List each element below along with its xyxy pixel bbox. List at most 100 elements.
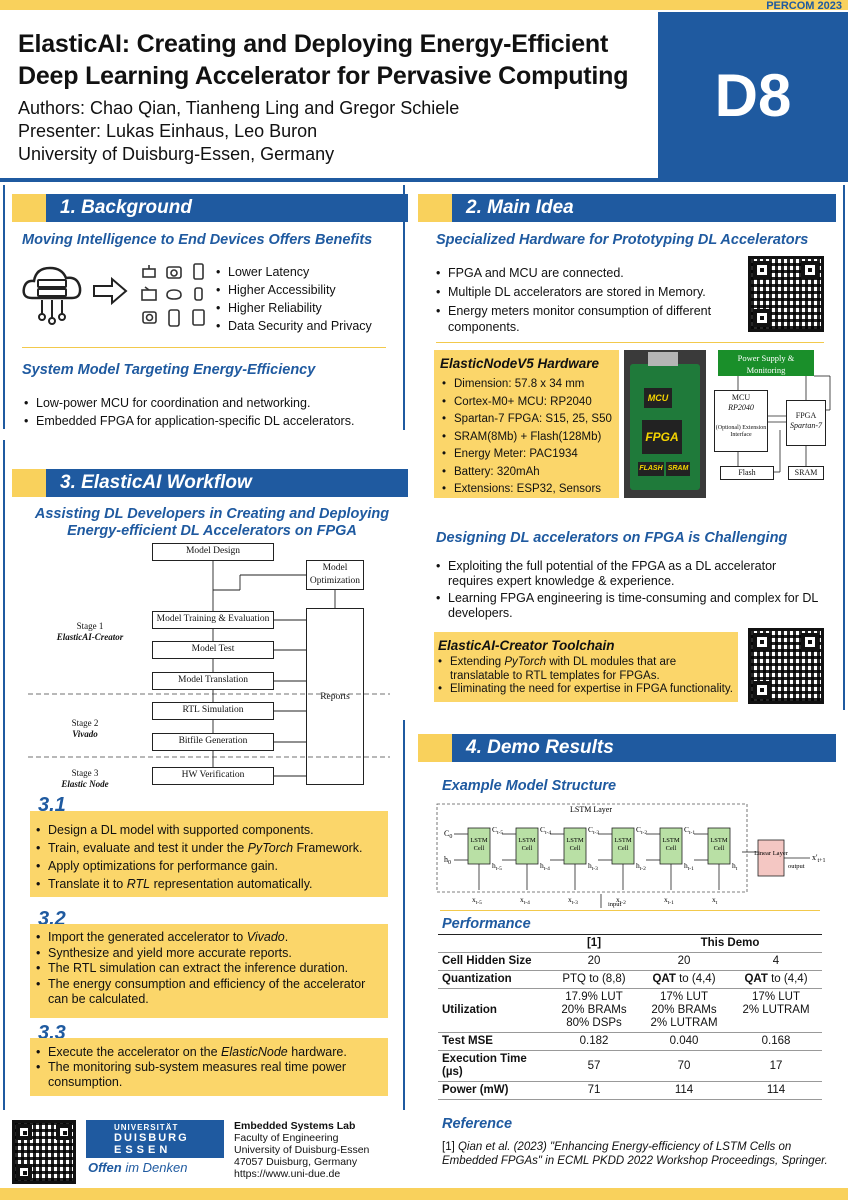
table-header-cell: This Demo [638, 934, 822, 953]
table-row-label: Utilization [438, 988, 550, 1033]
table-row: Test MSE 0.182 0.040 0.168 [438, 1032, 822, 1051]
lstm-cell-label: Cell [570, 845, 581, 852]
flow-label: Bitfile Generation [178, 736, 248, 746]
lab-address: 47057 Duisburg, Germany [234, 1156, 358, 1168]
hardware-title: ElasticNodeV5 Hardware [440, 356, 600, 371]
table-cell: 0.040 [638, 1032, 730, 1051]
qr-code-hardware[interactable] [748, 256, 824, 332]
main-idea-subtitle-hardware: Specialized Hardware for Prototyping DL … [436, 232, 809, 248]
header-rule [0, 178, 848, 182]
board-sram-label: SRAM [667, 465, 689, 472]
hidden-h-label: ht-3 [588, 861, 598, 872]
util-line: 80% DSPs [566, 1017, 622, 1029]
page-title-line2: Deep Learning Accelerator for Pervasive … [18, 62, 629, 90]
list-item: FPGA and MCU are connected. [434, 265, 734, 281]
table-row-label: Cell Hidden Size [438, 952, 550, 971]
table-header-cell [438, 934, 550, 953]
lab-url[interactable]: https://www.uni-due.de [234, 1168, 341, 1180]
flow-label: RTL Simulation [182, 705, 244, 715]
cell-c-label: Ct-4 [540, 825, 551, 836]
list-item: Higher Accessibility [214, 281, 404, 299]
util-line: 2% LUTRAM [650, 1017, 718, 1029]
section-main-idea-header: 2. Main Idea [418, 194, 836, 222]
step-text: . [284, 930, 289, 944]
table-cell: QAT to (4,4) [638, 970, 730, 989]
sram-block: SRAM [788, 466, 824, 480]
list-item: Battery: 320mAh [440, 464, 618, 482]
pytorch-text: PyTorch [247, 841, 294, 855]
flow-label: HW Verification [181, 770, 245, 780]
bottom-yellow-band [0, 1188, 848, 1200]
step-3-3-list: Execute the accelerator on the ElasticNo… [34, 1045, 386, 1090]
power-monitoring-block: Power Supply & Monitoring [718, 350, 814, 376]
fpga-block: FPGA Spartan-7 [786, 400, 826, 446]
workflow-subtitle-line2: Energy-efficient DL Accelerators on FPGA [67, 523, 357, 539]
top-yellow-band [0, 0, 848, 10]
flash-block-label: Flash [738, 468, 756, 477]
end-devices-icons [141, 263, 205, 327]
table-cell: QAT to (4,4) [730, 970, 822, 989]
mcu-block: MCU RP2040 (Optional) Extension Interfac… [714, 390, 768, 452]
reference-text: [1] Qian et al. (2023) "Enhancing Energy… [442, 1140, 828, 1168]
board-mcu-label: MCU [647, 393, 669, 403]
hidden-h-label: ht-5 [492, 861, 502, 872]
hardware-spec-list: Dimension: 57.8 x 34 mm Cortex-M0+ MCU: … [440, 376, 618, 499]
main-idea-subtitle-challenge: Designing DL accelerators on FPGA is Cha… [436, 530, 788, 546]
util-line: 17% LUT [660, 991, 708, 1003]
table-cell: 114 [638, 1081, 730, 1100]
stage-tool: ElasticAI-Creator [56, 632, 124, 642]
stage-number: Stage 1 [76, 621, 104, 631]
state-c0-label: C0 [444, 829, 452, 840]
lstm-cell-label: LSTM [614, 837, 632, 844]
qr-code-footer[interactable] [12, 1120, 76, 1184]
table-row: Quantization PTQ to (8,8) QAT to (4,4) Q… [438, 970, 822, 989]
flow-translation: Model Translation [152, 672, 274, 690]
board-sram-chip: SRAM [666, 462, 690, 476]
section-demo-header: 4. Demo Results [418, 734, 836, 762]
list-item: The monitoring sub-system measures real … [34, 1060, 386, 1090]
background-subtitle-system: System Model Targeting Energy-Efficiency [22, 362, 316, 378]
qr-code-toolchain[interactable] [748, 628, 824, 704]
cell-c-label: Ct-2 [636, 825, 647, 836]
list-item: Energy Meter: PAC1934 [440, 446, 618, 464]
table-header-cell: [1] [550, 934, 638, 953]
toolchain-text: with DL modules that are translatable to… [450, 656, 677, 682]
fpga-block-sub: Spartan-7 [790, 421, 822, 430]
qat-text: QAT [744, 973, 768, 985]
table-cell: 0.168 [730, 1032, 822, 1051]
divider [22, 347, 386, 348]
lstm-cell-label: LSTM [662, 837, 680, 844]
input-x-label: xt-3 [568, 895, 578, 906]
state-h0-label: h0 [444, 855, 451, 866]
flow-label: Model Training & Evaluation [156, 614, 270, 624]
background-subtitle-benefits: Moving Intelligence to End Devices Offer… [22, 232, 373, 248]
list-item: Lower Latency [214, 263, 404, 281]
list-item: Design a DL model with supported compone… [34, 821, 386, 839]
board-photo: MCU FPGA FLASH SRAM [624, 350, 706, 498]
lab-faculty: Faculty of Engineering [234, 1132, 339, 1144]
util-line: 17.9% LUT [565, 991, 623, 1003]
authors: Authors: Chao Qian, Tianheng Ling and Gr… [18, 98, 460, 118]
lstm-cell-label: LSTM [470, 837, 488, 844]
university-logo-line3: ESSEN [114, 1144, 172, 1156]
flow-label: Model Optimization [309, 563, 361, 586]
presenter: Presenter: Lukas Einhaus, Leo Buron [18, 121, 318, 141]
util-line: 17% LUT [752, 991, 800, 1003]
qat-text: QAT [652, 973, 676, 985]
list-item: Synthesize and yield more accurate repor… [34, 946, 386, 962]
input-x-label: xt-2 [616, 895, 626, 906]
stage-3-label: Stage 3 Elastic Node [40, 768, 130, 790]
util-line: 20% BRAMs [561, 1004, 627, 1016]
toolchain-title: ElasticAI-Creator Toolchain [438, 638, 615, 653]
workflow-connectors [28, 561, 390, 777]
demo-subtitle-performance: Performance [442, 916, 531, 932]
list-item: Import the generated accelerator to Viva… [34, 930, 386, 946]
table-cell: 57 [550, 1050, 638, 1082]
flow-label: Reports [320, 692, 350, 702]
step-3-2-list: Import the generated accelerator to Viva… [34, 930, 386, 1008]
list-item: Extensions: ESP32, Sensors [440, 481, 618, 499]
flow-label: Model Translation [178, 675, 248, 685]
toolchain-list: Extending PyTorch with DL modules that a… [436, 656, 736, 697]
